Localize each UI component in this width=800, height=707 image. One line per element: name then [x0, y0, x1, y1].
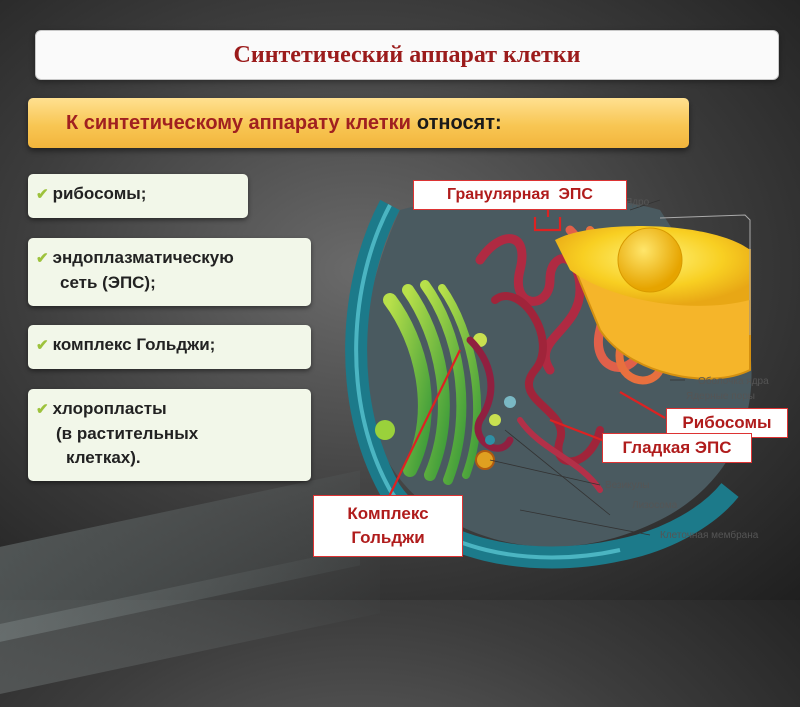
item-text: хлоропласты	[52, 399, 167, 418]
item-text-line2: (в растительных	[56, 424, 199, 443]
item-text-line3: клетках).	[66, 448, 141, 467]
subtitle-main: К синтетическому аппарату клетки	[66, 111, 411, 134]
item-text: комплекс Гольджи;	[52, 335, 216, 354]
check-icon: ✔	[36, 186, 49, 203]
callout-granular-er-text: Гранулярная ЭПС	[447, 186, 593, 203]
callout-golgi-line1: Комплекс	[347, 504, 429, 523]
subtitle-box: К синтетическому аппарату клетки относят…	[28, 98, 689, 148]
callout-golgi-line2: Гольджи	[351, 528, 425, 547]
label-nuclear-pores: Ядерные поры	[686, 391, 755, 402]
item-text-line2: сеть (ЭПС);	[60, 273, 156, 292]
golgi-apparatus	[383, 280, 482, 485]
label-nucleus: Ядро	[625, 197, 650, 208]
list-item-chloroplasts: ✔хлоропласты (в растительных клетках).	[28, 389, 311, 481]
check-icon: ✔	[36, 401, 49, 418]
list-item-golgi: ✔комплекс Гольджи;	[28, 325, 311, 369]
callout-smooth-er-text: Гладкая ЭПС	[622, 438, 732, 457]
title-box: Синтетический аппарат клетки	[35, 30, 779, 80]
label-cell-membrane: Клеточная мембрана	[660, 530, 759, 541]
list-item-er: ✔эндоплазматическую сеть (ЭПС);	[28, 238, 311, 306]
item-text: эндоплазматическую	[52, 248, 234, 267]
label-lysosome: Лизосома	[632, 500, 678, 511]
callout-golgi: Комплекс Гольджи	[313, 495, 463, 557]
nucleolus	[617, 227, 683, 293]
slide-title: Синтетический аппарат клетки	[233, 41, 581, 68]
callout-smooth-er: Гладкая ЭПС	[602, 433, 752, 463]
label-vesicles: Везикулы	[605, 480, 650, 491]
check-icon: ✔	[36, 250, 49, 267]
item-text: рибосомы;	[52, 184, 147, 203]
subtitle-tail: относят:	[416, 111, 502, 134]
list-item-ribosomes: ✔рибосомы;	[28, 174, 248, 218]
label-nuclear-envelope: Оболочка ядра	[698, 376, 769, 387]
check-icon: ✔	[36, 337, 49, 354]
callout-ribosomes-text: Рибосомы	[682, 413, 772, 432]
callout-granular-er: Гранулярная ЭПС	[413, 180, 627, 210]
